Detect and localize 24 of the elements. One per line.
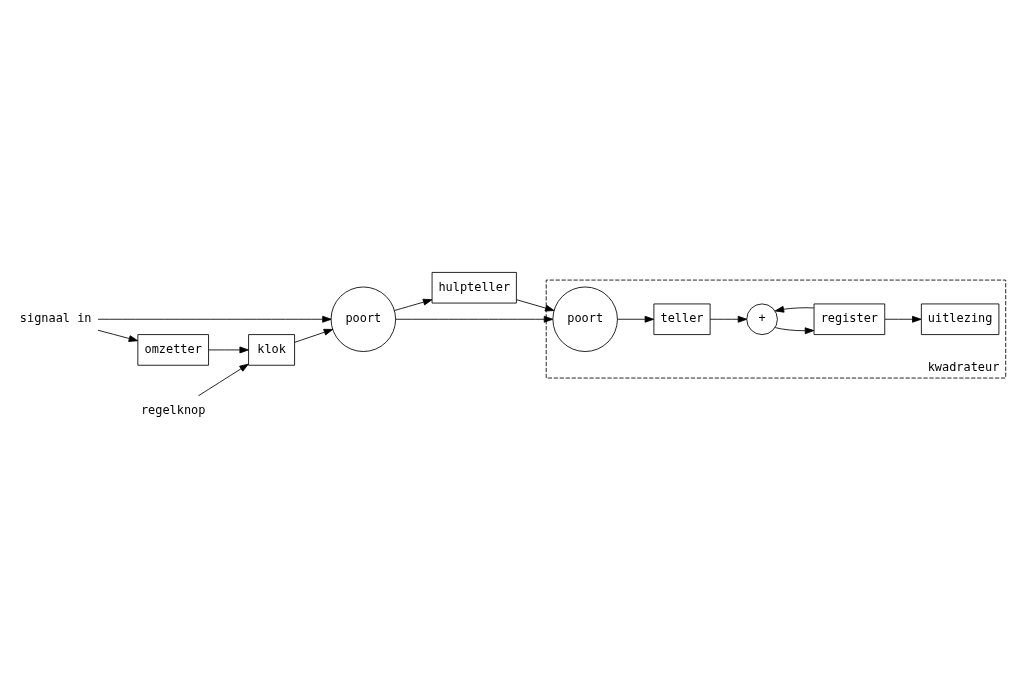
node-box: klok — [248, 334, 295, 366]
arrow — [97, 315, 332, 323]
arrow — [198, 363, 249, 397]
arrow — [774, 305, 815, 313]
node-box: teller — [653, 303, 711, 335]
arrow — [97, 329, 139, 342]
arrow — [208, 346, 249, 354]
node-box: hulpteller — [431, 272, 517, 304]
arrow — [774, 327, 815, 335]
node-circle: + — [746, 303, 778, 335]
arrow — [294, 328, 334, 343]
node-circle: poort — [330, 286, 397, 352]
arrow — [516, 299, 555, 312]
arrow — [617, 315, 655, 323]
node-box: uitlezing — [920, 303, 1000, 335]
node-text: regelknop — [140, 403, 206, 418]
arrow — [709, 315, 748, 323]
node-circle: poort — [552, 286, 618, 352]
node-text: signaal in — [19, 311, 92, 326]
arrow — [395, 315, 554, 323]
arrow — [393, 298, 433, 311]
node-box: omzetter — [137, 334, 209, 366]
node-box: register — [813, 303, 886, 335]
arrow — [884, 315, 922, 323]
